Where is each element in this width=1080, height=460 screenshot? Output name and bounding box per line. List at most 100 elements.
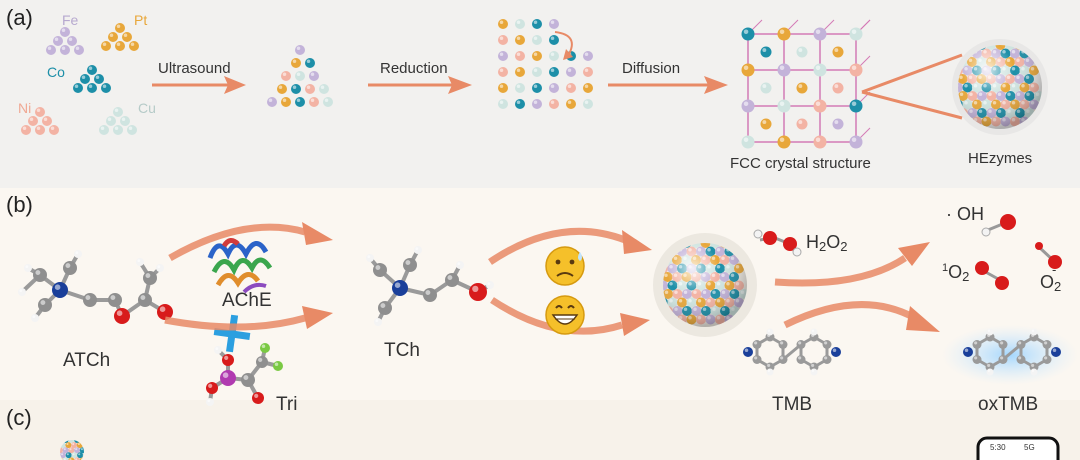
atom-highlight xyxy=(29,117,34,121)
carbon-atom xyxy=(822,340,832,349)
lattice-atom xyxy=(760,46,772,58)
atom-highlight xyxy=(969,42,973,46)
hydrogen-atom xyxy=(810,368,818,376)
nanoparticle-atom xyxy=(60,440,63,443)
atom-highlight xyxy=(157,265,161,268)
lattice-atom xyxy=(849,99,863,113)
pt-atom xyxy=(108,32,118,42)
atom-highlight xyxy=(834,120,839,124)
atom-highlight xyxy=(310,98,315,102)
atom-highlight xyxy=(779,29,785,34)
reduced-atom xyxy=(583,99,593,109)
carbon-atom xyxy=(972,355,982,364)
pt-atom xyxy=(129,41,139,51)
ni-atom xyxy=(21,125,31,135)
co-atom xyxy=(101,83,111,93)
atom-highlight xyxy=(832,348,837,352)
atom-highlight xyxy=(1000,356,1004,360)
mixed-atom xyxy=(309,97,319,107)
hydrogen-atom xyxy=(366,254,374,262)
mixed-atom xyxy=(305,84,315,94)
atom-highlight xyxy=(75,46,80,50)
arrow-np-to-ros xyxy=(774,255,907,287)
cu-atom xyxy=(113,107,123,117)
atom-highlight xyxy=(655,257,659,261)
carbon-atom xyxy=(33,268,47,282)
atom-highlight xyxy=(550,52,555,56)
atom-highlight xyxy=(754,341,758,345)
atom-highlight xyxy=(121,117,126,121)
lattice-atom xyxy=(813,63,827,77)
atom-highlight xyxy=(743,65,749,70)
atom-highlight xyxy=(964,348,969,352)
lattice-atom xyxy=(849,27,863,41)
carbon-atom xyxy=(1016,340,1026,349)
atom-highlight xyxy=(80,440,83,441)
carbon-atom xyxy=(778,340,788,349)
panel-a-label: (a) xyxy=(6,5,33,30)
mixed-atom xyxy=(295,97,305,107)
oxtmb-label: oxTMB xyxy=(978,394,1039,415)
carbon-atom xyxy=(972,340,982,349)
atom-highlight xyxy=(834,84,839,88)
reduced-atom xyxy=(515,67,525,77)
atom-highlight xyxy=(137,259,141,262)
atom-highlight xyxy=(762,48,767,52)
oxtmb-molecule xyxy=(942,325,1078,385)
nanoparticle-atom xyxy=(82,452,84,459)
reduced-atom xyxy=(549,99,559,109)
atom-highlight xyxy=(516,36,521,40)
atom-highlight xyxy=(159,306,166,313)
atom-highlight xyxy=(851,29,857,34)
atom-highlight xyxy=(472,285,479,292)
reduced-atom xyxy=(498,35,508,45)
atom-highlight xyxy=(375,319,379,322)
atch-molecule xyxy=(18,250,173,324)
reduced-atom xyxy=(532,99,542,109)
tri-label: Tri xyxy=(276,394,298,415)
carbon-atom xyxy=(241,373,255,387)
reduced-atom xyxy=(566,67,576,77)
atom-highlight xyxy=(1018,356,1022,360)
panel-b-label: (b) xyxy=(6,192,33,217)
atom-highlight xyxy=(296,98,301,102)
atom-highlight xyxy=(68,37,73,41)
oxygen-atom xyxy=(114,308,130,324)
reduced-atom xyxy=(549,19,559,29)
pt-atom xyxy=(115,41,125,51)
hydrogen-atom xyxy=(810,328,818,336)
atom-highlight xyxy=(50,126,55,130)
nanoparticle-atom xyxy=(74,447,81,454)
lattice-atom xyxy=(760,82,772,94)
atom-highlight xyxy=(65,263,71,268)
atom-highlight xyxy=(72,453,75,456)
atom-highlight xyxy=(222,372,229,379)
atom-highlight xyxy=(499,68,504,72)
co-atom xyxy=(80,74,90,84)
ache-protein-ribbon xyxy=(207,238,273,294)
lattice-atom xyxy=(777,27,791,41)
arrow-reduction xyxy=(368,76,472,94)
hydrogen-atom xyxy=(456,261,464,269)
atom-highlight xyxy=(851,65,857,70)
hydrogen-atom xyxy=(136,258,144,266)
atom-highlight xyxy=(798,356,802,360)
atom-highlight xyxy=(1031,329,1035,332)
nanoparticle-atom xyxy=(68,447,75,454)
atom-highlight xyxy=(367,255,371,258)
atom-highlight xyxy=(207,399,211,402)
atom-highlight xyxy=(66,453,69,456)
nitrogen-atom xyxy=(743,347,753,357)
atom-highlight xyxy=(310,72,315,76)
atom-highlight xyxy=(130,42,135,46)
atom-highlight xyxy=(779,137,785,143)
hydrogen-atom xyxy=(1030,328,1038,336)
reduced-atom xyxy=(515,51,525,61)
fe-atom xyxy=(67,36,77,46)
atom-highlight xyxy=(109,33,114,37)
step-label-ultrasound: Ultrasound xyxy=(158,60,231,77)
atom-highlight xyxy=(533,52,538,56)
atom-highlight xyxy=(69,440,72,441)
atom-highlight xyxy=(958,118,959,122)
atom-highlight xyxy=(811,329,815,332)
